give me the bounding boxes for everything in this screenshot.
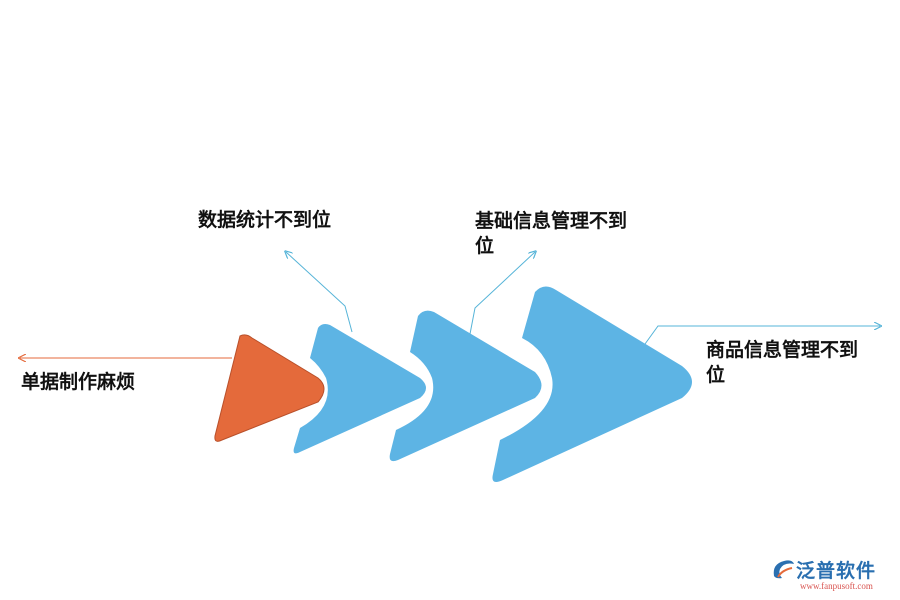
chevron-orange (214, 334, 325, 442)
connector-basic (469, 252, 535, 335)
chevron-blue-2 (389, 310, 542, 462)
label-statistics: 数据统计不到位 (198, 209, 332, 231)
chevron-blue-3 (492, 286, 692, 482)
brand-logo: 泛普软件 www.fanpusoft.com (770, 556, 895, 596)
logo-name: 泛普软件 (796, 560, 877, 582)
chevron-blue-1 (293, 324, 426, 454)
connector-stat (286, 252, 353, 333)
logo-url: www.fanpusoft.com (800, 581, 873, 591)
fanpu-logo-icon (773, 560, 794, 579)
label-goods-info: 商品信息管理不到位 (706, 339, 859, 386)
label-basic-info: 基础信息管理不到位 (475, 210, 628, 257)
connector-goods (644, 326, 880, 345)
label-document-making: 单据制作麻烦 (21, 371, 136, 393)
